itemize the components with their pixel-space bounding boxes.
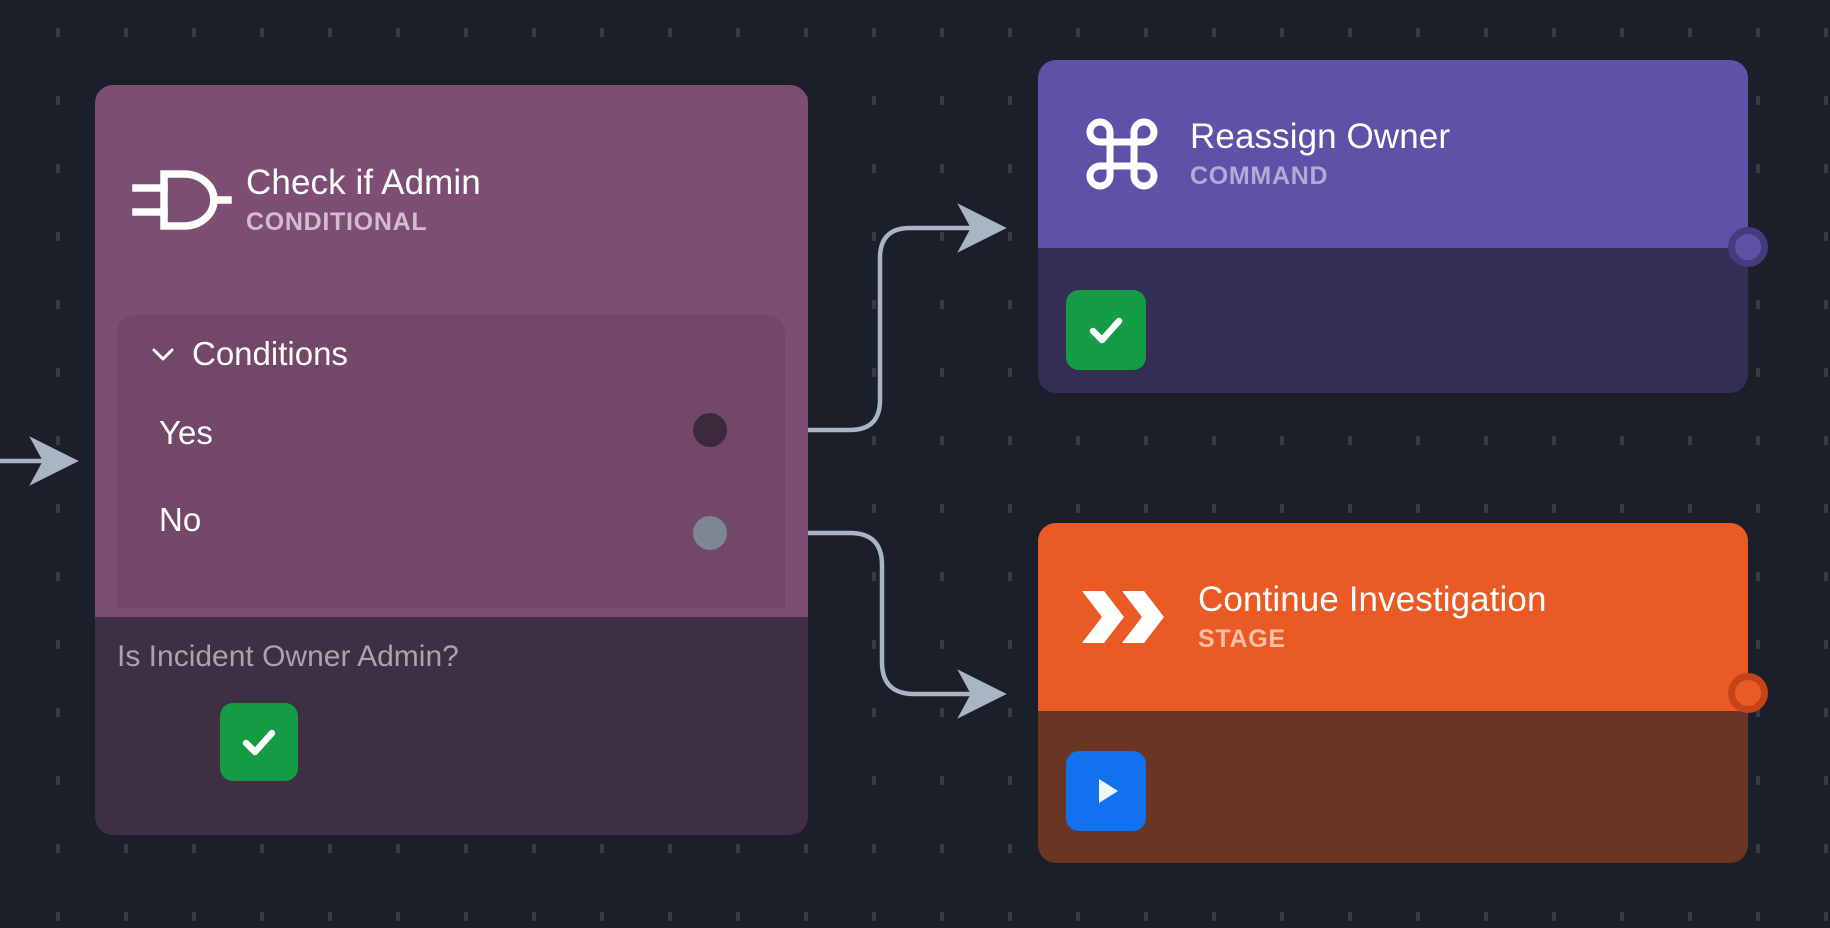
node-header-background bbox=[1038, 60, 1748, 248]
output-handle[interactable] bbox=[1728, 673, 1768, 713]
status-badge-play[interactable] bbox=[1066, 751, 1146, 831]
node-description: Is Incident Owner Admin? bbox=[117, 640, 459, 673]
condition-row-no[interactable]: No bbox=[159, 501, 202, 538]
node-continue-investigation[interactable]: Continue Investigation STAGE bbox=[1038, 523, 1768, 863]
chevron-down-icon bbox=[152, 348, 174, 361]
node-header: Reassign Owner COMMAND bbox=[1038, 60, 1748, 248]
conditions-label: Conditions bbox=[192, 335, 348, 372]
node-title: Check if Admin bbox=[246, 162, 481, 202]
check-icon bbox=[1089, 317, 1123, 344]
node-type-label: COMMAND bbox=[1190, 162, 1329, 191]
node-header: Continue Investigation STAGE bbox=[1038, 523, 1748, 711]
node-title: Continue Investigation bbox=[1198, 579, 1547, 619]
output-handle[interactable] bbox=[1728, 227, 1768, 267]
double-chevron-right-icon bbox=[1080, 585, 1172, 649]
node-check-if-admin[interactable]: Check if Admin CONDITIONAL Conditions Ye… bbox=[95, 85, 808, 835]
conditions-panel: Conditions Yes No bbox=[117, 315, 785, 608]
node-type-label: STAGE bbox=[1198, 625, 1286, 654]
play-icon bbox=[1099, 779, 1118, 803]
conditions-header[interactable]: Conditions bbox=[150, 335, 348, 373]
status-badge-check[interactable] bbox=[220, 703, 298, 781]
output-port-yes[interactable] bbox=[693, 413, 727, 447]
node-reassign-owner[interactable]: Reassign Owner COMMAND bbox=[1038, 60, 1768, 393]
node-header: Check if Admin CONDITIONAL bbox=[95, 85, 808, 315]
logic-gate-icon bbox=[128, 148, 232, 252]
node-title: Reassign Owner bbox=[1190, 116, 1451, 156]
status-badge-check[interactable] bbox=[1066, 290, 1146, 370]
node-type-label: CONDITIONAL bbox=[246, 208, 428, 237]
condition-row-yes[interactable]: Yes bbox=[159, 414, 213, 451]
output-port-no[interactable] bbox=[693, 516, 727, 550]
command-icon bbox=[1082, 114, 1162, 194]
check-icon bbox=[242, 729, 276, 756]
